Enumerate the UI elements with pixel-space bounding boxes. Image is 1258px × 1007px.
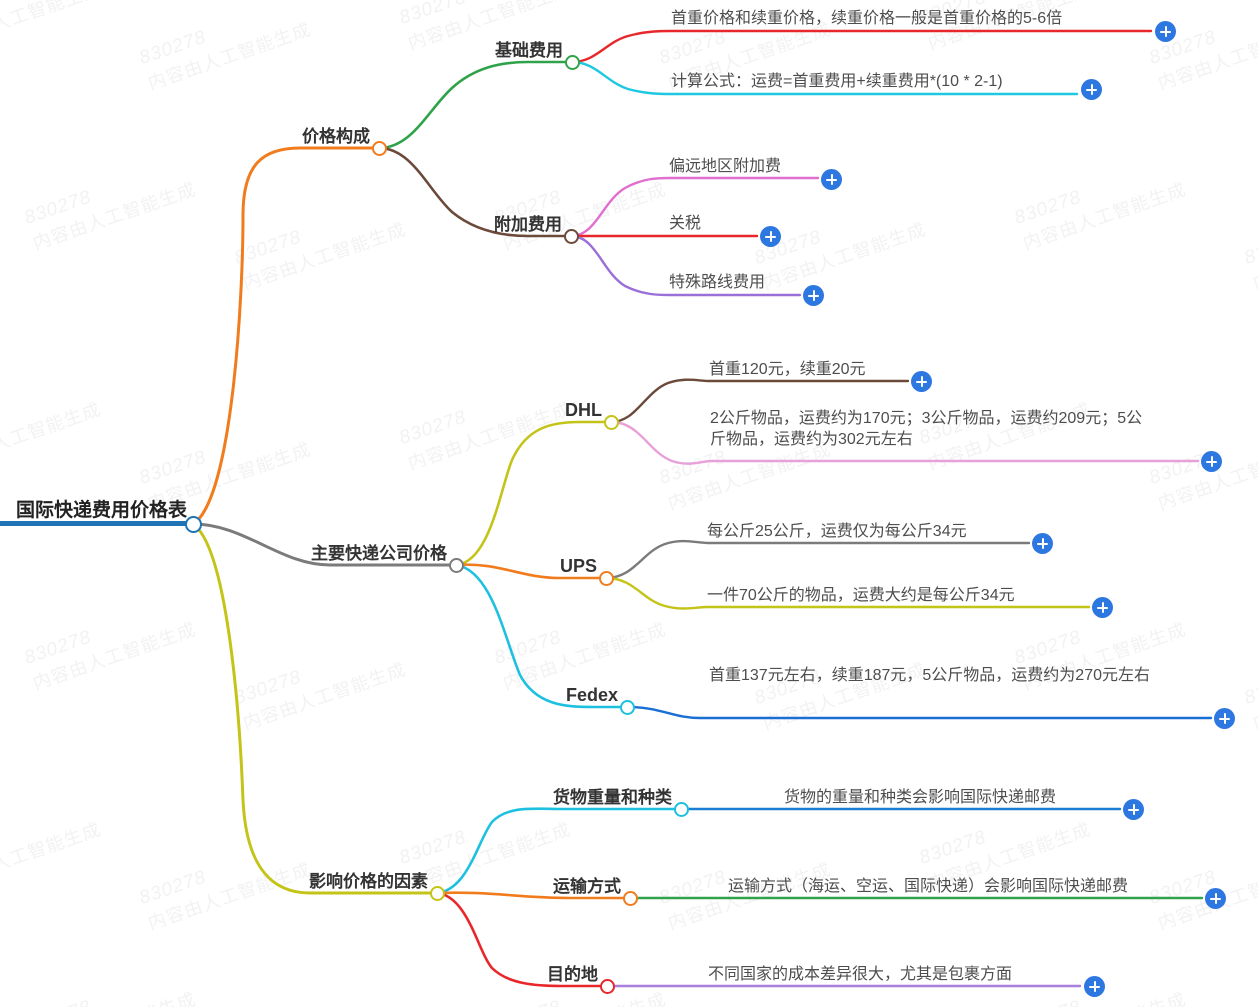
root-ring[interactable] <box>184 515 202 533</box>
expand-button-dhl-1[interactable] <box>911 371 932 392</box>
leaf-label-fedex-1: 首重137元左右，续重187元，5公斤物品，运费约为270元左右 <box>709 667 1150 684</box>
expand-button-destination-1[interactable] <box>1084 976 1105 997</box>
root-label: 国际快递费用价格表 <box>15 500 187 522</box>
leaf-label-ups-1: 每公斤25公斤，运费仅为每公斤34元 <box>707 523 967 540</box>
expand-button-surcharge-2[interactable] <box>760 226 781 247</box>
expand-button-basic-fee-1[interactable] <box>1155 21 1176 42</box>
expand-button-weight-type-1[interactable] <box>1123 799 1144 820</box>
expand-button-basic-fee-2[interactable] <box>1081 79 1102 100</box>
leaf-label-basic-fee-1: 首重价格和续重价格，续重价格一般是首重价格的5-6倍 <box>671 10 1063 27</box>
expand-button-transport-mode-1[interactable] <box>1205 888 1226 909</box>
leaf-label-surcharge-2: 关税 <box>669 215 702 232</box>
leaf-label-surcharge-3: 特殊路线费用 <box>669 274 766 291</box>
leaf-label-destination-1: 不同国家的成本差异很大，尤其是包裹方面 <box>708 966 1013 983</box>
branch-label-price-composition: 价格构成 <box>302 127 370 147</box>
expand-button-ups-1[interactable] <box>1032 533 1053 554</box>
subbranch-ring-transport-mode[interactable] <box>622 890 638 906</box>
leaf-label-dhl-1: 首重120元，续重20元 <box>709 361 866 378</box>
leaf-label-transport-mode-1: 运输方式（海运、空运、国际快递）会影响国际快递邮费 <box>728 878 1129 895</box>
leaf-label-weight-type-1: 货物的重量和种类会影响国际快递邮费 <box>784 789 1057 806</box>
subbranch-ring-fedex[interactable] <box>619 699 635 715</box>
branch-ring-price-composition[interactable] <box>371 140 387 156</box>
expand-button-ups-2[interactable] <box>1092 597 1113 618</box>
subbranch-ring-destination[interactable] <box>599 978 615 994</box>
branch-label-carrier-prices: 主要快递公司价格 <box>311 544 447 564</box>
subbranch-label-fedex: Fedex <box>565 685 618 706</box>
subbranch-label-surcharge: 附加费用 <box>494 215 562 235</box>
subbranch-label-weight-type: 货物重量和种类 <box>553 788 672 808</box>
leaf-label-dhl-2: 2公斤物品，运费约为170元；3公斤物品，运费约209元；5公斤物品，运费约为3… <box>710 410 1143 449</box>
branch-ring-price-factors[interactable] <box>429 885 445 901</box>
subbranch-label-transport-mode: 运输方式 <box>553 877 621 897</box>
subbranch-ring-weight-type[interactable] <box>673 801 689 817</box>
leaf-label-basic-fee-2: 计算公式：运费=首重费用+续重费用*(10 * 2-1) <box>671 73 1003 90</box>
subbranch-label-basic-fee: 基础费用 <box>495 41 563 61</box>
expand-button-surcharge-3[interactable] <box>803 285 824 306</box>
subbranch-label-destination: 目的地 <box>547 965 598 985</box>
expand-button-surcharge-1[interactable] <box>821 169 842 190</box>
branch-label-price-factors: 影响价格的因素 <box>309 872 428 892</box>
expand-button-dhl-2[interactable] <box>1201 451 1222 472</box>
subbranch-ring-basic-fee[interactable] <box>564 54 580 70</box>
leaf-label-surcharge-1: 偏远地区附加费 <box>669 158 782 175</box>
subbranch-ring-dhl[interactable] <box>603 414 619 430</box>
subbranch-label-dhl: DHL <box>565 400 602 421</box>
leaf-label-ups-2: 一件70公斤的物品，运费大约是每公斤34元 <box>707 587 1015 604</box>
subbranch-label-ups: UPS <box>559 556 597 577</box>
subbranch-ring-ups[interactable] <box>598 570 614 586</box>
expand-button-fedex-1[interactable] <box>1214 708 1235 729</box>
subbranch-ring-surcharge[interactable] <box>563 228 579 244</box>
root-underline <box>0 521 187 526</box>
branch-ring-carrier-prices[interactable] <box>448 557 464 573</box>
